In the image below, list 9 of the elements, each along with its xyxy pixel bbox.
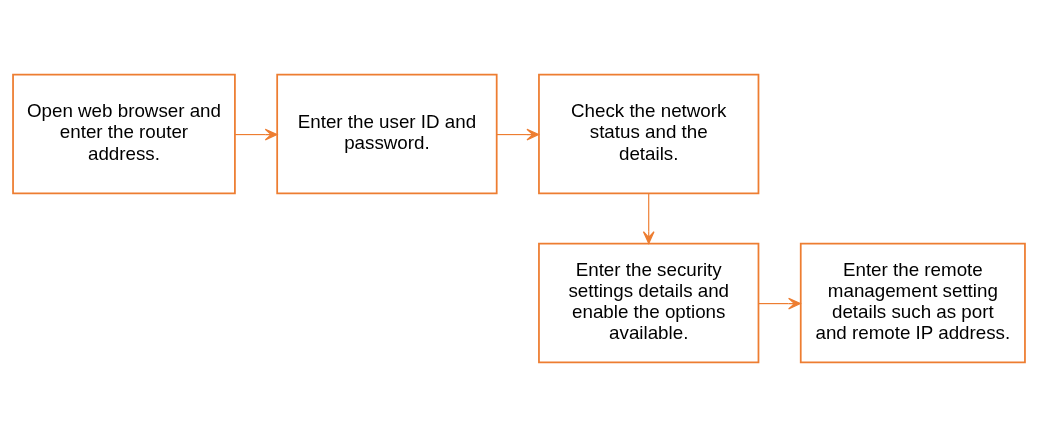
arrow [758, 297, 801, 309]
node-box: Open web browser and enter the router address. [12, 73, 236, 194]
node-box: Enter the security settings details and enable the options available. [538, 242, 760, 363]
node-box: Check the network status and the details. [538, 73, 760, 194]
node-box: Enter the user ID and password. [276, 73, 498, 194]
node-box: Enter the remote management setting details such as port and remote IP address. [799, 242, 1026, 363]
arrow [642, 192, 655, 244]
arrow [496, 128, 540, 140]
arrow [234, 128, 278, 140]
